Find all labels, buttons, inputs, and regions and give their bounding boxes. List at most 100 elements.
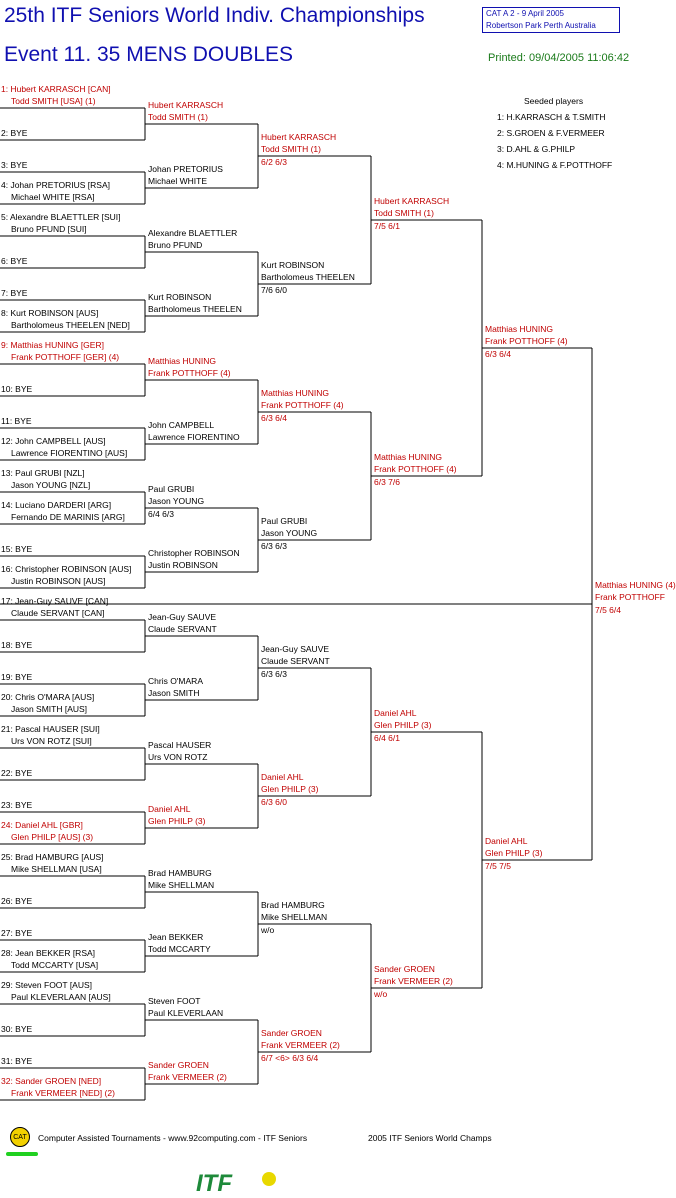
match-winner-b: Todd MCCARTY [148,944,211,954]
match-winner-b: Todd SMITH (1) [261,144,321,154]
printed-timestamp: Printed: 09/04/2005 11:06:42 [488,52,630,64]
match-score: 7/6 6/0 [261,285,287,295]
draw-entry-player-b: Claude SERVANT [CAN] [11,608,105,618]
match-winner-a: Brad HAMBURG [148,868,212,878]
match-winner-a: Steven FOOT [148,996,201,1006]
match-winner-a: Johan PRETORIUS [148,164,223,174]
match-winner-a: Chris O'MARA [148,676,203,686]
draw-entry-player-b: Urs VON ROTZ [SUI] [11,736,92,746]
match-winner-a: Hubert KARRASCH [374,196,450,206]
itf-logo: ITF [196,1170,232,1197]
match-winner-a: Kurt ROBINSON [261,260,325,270]
match-winner-a: Matthias HUNING [374,452,443,462]
match-winner-a: Jean BEKKER [148,932,204,942]
match-winner-a: Matthias HUNING (4) [595,580,676,590]
match-winner-a: Paul GRUBI [261,516,308,526]
match-winner-b: Frank VERMEER (2) [148,1072,227,1082]
match-winner-b: Glen PHILP (3) [374,720,432,730]
draw-entry-player-a: 14: Luciano DARDERI [ARG] [1,500,112,510]
match-winner-b: Michael WHITE [148,176,208,186]
draw-entry-player-a: 13: Paul GRUBI [NZL] [1,468,85,478]
draw-entry-player-a: 29: Steven FOOT [AUS] [1,980,93,990]
draw-entry-player-b: Frank VERMEER [NED] (2) [11,1088,115,1098]
draw-entry-bye: 2: BYE [1,128,28,138]
match-winner-b: Frank VERMEER (2) [261,1040,340,1050]
match-winner-b: Urs VON ROTZ [148,752,208,762]
draw-entry-player-a: 25: Brad HAMBURG [AUS] [1,852,104,862]
match-winner-a: Sander GROEN [261,1028,322,1038]
match-winner-b: Paul KLEVERLAAN [148,1008,224,1018]
draw-entry-player-a: 12: John CAMPBELL [AUS] [1,436,106,446]
match-winner-a: Jean-Guy SAUVE [148,612,217,622]
match-winner-a: Brad HAMBURG [261,900,325,910]
match-score: 6/3 6/0 [261,797,287,807]
match-winner-b: Frank POTTHOFF [595,592,665,602]
draw-entry-bye: 15: BYE [1,544,33,554]
match-winner-b: Glen PHILP (3) [485,848,543,858]
bracket-lines [0,107,593,1101]
match-winner-b: Claude SERVANT [261,656,330,666]
match-score: 6/3 6/3 [261,541,287,551]
match-winner-a: Hubert KARRASCH [148,100,224,110]
match-score: 6/4 6/3 [148,509,174,519]
match-score: w/o [374,989,388,999]
draw-entry-bye: 3: BYE [1,160,28,170]
draw-entry-player-b: Michael WHITE [RSA] [11,192,95,202]
match-winner-b: Frank POTTHOFF (4) [485,336,568,346]
match-winner-a: Matthias HUNING [485,324,554,334]
match-winner-a: Daniel AHL [485,836,528,846]
draw-entry-bye: 18: BYE [1,640,33,650]
draw-entry-bye: 26: BYE [1,896,33,906]
match-winner-a: John CAMPBELL [148,420,215,430]
match-winner-a: Daniel AHL [261,772,304,782]
match-winner-a: Jean-Guy SAUVE [261,644,330,654]
draw-entry-bye: 10: BYE [1,384,33,394]
match-winner-b: Glen PHILP (3) [261,784,319,794]
draw-entry-bye: 6: BYE [1,256,28,266]
draw-entry-bye: 22: BYE [1,768,33,778]
match-score: 6/4 6/1 [374,733,400,743]
match-winner-b: Bartholomeus THEELEN [148,304,242,314]
match-score: 7/5 7/5 [485,861,511,871]
match-winner-b: Jason YOUNG [148,496,205,506]
match-winner-a: Paul GRUBI [148,484,195,494]
page-title: 25th ITF Seniors World Indiv. Championsh… [4,4,425,27]
match-winner-a: Sander GROEN [148,1060,209,1070]
match-winner-b: Frank POTTHOFF (4) [261,400,344,410]
logo-underline [6,1152,38,1156]
match-score: 6/3 6/4 [485,349,511,359]
event-title: Event 11. 35 MENS DOUBLES [4,43,294,66]
draw-entry-player-b: Jason SMITH [AUS] [11,704,88,714]
draw-entry-player-a: 5: Alexandre BLAETTLER [SUI] [1,212,121,222]
draw-entry-bye: 31: BYE [1,1056,33,1066]
draw-entry-player-a: 16: Christopher ROBINSON [AUS] [1,564,132,574]
seed-item: 3: D.AHL & G.PHILP [497,144,576,154]
draw-entry-player-a: 21: Pascal HAUSER [SUI] [1,724,100,734]
match-winner-a: Daniel AHL [374,708,417,718]
draw-entry-player-b: Glen PHILP [AUS] (3) [11,832,94,842]
match-score: 7/5 6/1 [374,221,400,231]
category-box: CAT A 2 - 9 April 2005 Robertson Park Pe… [482,7,620,33]
draw-entry-player-b: Bartholomeus THEELEN [NED] [11,320,130,330]
draw-entry-player-b: Frank POTTHOFF [GER] (4) [11,352,120,362]
venue: Robertson Park Perth Australia [486,21,596,30]
match-winner-a: Sander GROEN [374,964,435,974]
match-winner-a: Christopher ROBINSON [148,548,240,558]
match-score: 7/5 6/4 [595,605,621,615]
category-dates: CAT A 2 - 9 April 2005 [486,9,564,18]
draw-entry-player-a: 9: Matthias HUNING [GER] [1,340,104,350]
draw-entry-player-a: 4: Johan PRETORIUS [RSA] [1,180,110,190]
seed-item: 1: H.KARRASCH & T.SMITH [497,112,606,122]
match-winner-b: Claude SERVANT [148,624,217,634]
match-winner-a: Hubert KARRASCH [261,132,337,142]
match-winner-b: Justin ROBINSON [148,560,218,570]
match-winner-a: Pascal HAUSER [148,740,212,750]
match-winner-b: Lawrence FIORENTINO [148,432,240,442]
draw-entry-bye: 23: BYE [1,800,33,810]
match-winner-a: Matthias HUNING [261,388,330,398]
draw-entry-bye: 11: BYE [1,416,32,426]
match-winner-b: Frank VERMEER (2) [374,976,453,986]
footer-championship: 2005 ITF Seniors World Champs [368,1133,492,1143]
draw-entry-bye: 30: BYE [1,1024,33,1034]
draw-entry-player-b: Jason YOUNG [NZL] [11,480,91,490]
